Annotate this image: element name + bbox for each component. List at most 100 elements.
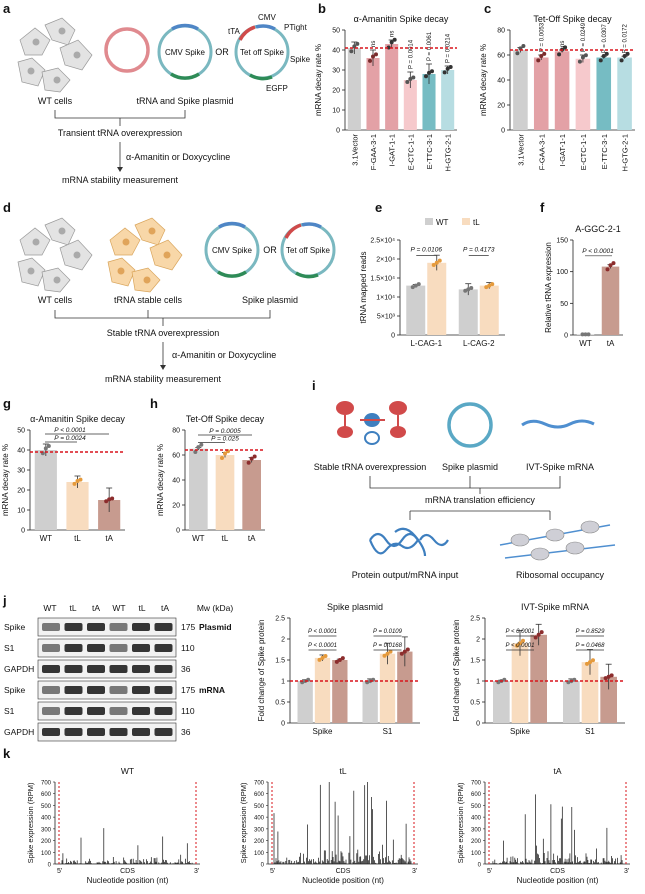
data-point [606,674,611,679]
blot-band [64,707,83,715]
y-axis-label: Relative tRNA expression [544,242,553,333]
data-point [521,44,526,48]
p-value-annotation: ns [371,41,377,47]
blot-row-label: Spike [4,685,26,695]
data-point [317,657,322,662]
y-tick-label: 0 [501,128,505,135]
p-value-annotation: P < 0.0001 [308,629,337,635]
data-point [604,51,609,56]
legend-swatch [462,218,470,225]
panel-letter-a: a [3,1,11,16]
data-point [107,497,112,502]
bar [513,50,528,130]
blot-row-label: GAPDH [4,664,34,674]
blot-band [64,728,83,736]
y-tick-label: 1 [281,679,285,686]
y-tick-label: 50 [332,28,340,35]
bar [533,57,549,130]
data-point [382,653,387,658]
data-point [583,53,588,58]
y-axis-label: Spike expression (RPM) [26,782,35,863]
panel-i-schematic: Stable tRNA overexpression Spike plasmid… [314,401,616,580]
cmv-spike-label: CMV Spike [165,48,206,57]
p-value-annotation: P < 0.0001 [506,643,535,649]
x-tick-label: H-GTG-2-1 [444,134,453,172]
p-value-annotation: P = 0.0214 [446,33,452,63]
y-tick-label: 500 [254,804,265,810]
bar [347,48,361,130]
data-point [368,58,372,63]
y-tick-label: 1 [476,679,480,686]
panel-title: WT [121,766,134,776]
data-point [355,41,360,46]
data-point [591,658,595,663]
wt-cells-illustration-d [17,217,93,293]
y-tick-label: 200 [41,839,52,845]
blot-band [109,707,128,715]
data-point [223,451,227,456]
data-point [388,649,393,654]
p-value-annotation: P = 0.0307 [602,24,608,54]
bar [403,80,417,130]
ribosome-icon [499,520,616,561]
chart-title: A-GGC-2-1 [575,224,621,234]
blot-band [87,728,105,736]
legend-swatch [425,218,433,225]
panel-letter-d: d [3,200,11,215]
x-tick-label: CDS [120,868,135,875]
data-point [625,51,630,56]
data-point [463,288,468,293]
data-point [563,45,568,50]
y-axis-label: mRNA decay rate % [1,444,10,516]
y-axis-label: Spike expression (RPM) [239,782,248,863]
y-tick-label: 300 [254,827,265,833]
ptight-label: PTight [284,23,308,32]
y-tick-label: 100 [471,851,482,857]
x-axis-label: Nucleotide position (nt) [517,876,599,885]
p-value-annotation: P = 0.0005 [209,428,241,435]
p-value-annotation: P = 0.0109 [373,629,403,635]
data-point [490,282,495,287]
wt-cells-label: WT cells [38,96,73,106]
data-point [411,75,416,80]
y-tick-label: 60 [172,453,180,460]
bar [581,662,599,723]
panel-letter-c: c [484,1,491,16]
y-tick-label: 0 [478,863,482,869]
x-axis-label: Nucleotide position (nt) [302,876,384,885]
data-point [601,54,606,59]
y-tick-label: 100 [41,851,52,857]
x-tick-label: 5' [57,868,62,875]
x-tick-label: E-TTC-3-1 [425,134,434,169]
data-point [583,332,588,337]
y-tick-label: 80 [172,428,180,435]
data-point [484,285,489,290]
data-point [539,54,544,59]
bar [66,482,89,530]
blot-band [42,707,60,715]
y-tick-label: 0 [21,528,25,535]
chart-title: Tet-Off Spike decay [533,14,612,24]
p-value-annotation: P = 0.0106 [411,246,443,253]
blot-band [132,623,150,631]
p-value-annotation: P < 0.0001 [506,629,535,635]
spike-plasmid-label-d: Spike plasmid [242,295,298,305]
y-tick-label: 700 [254,781,265,787]
blot-band [154,644,173,652]
bar [554,51,570,130]
y-tick-label: 50 [17,428,25,435]
blot-lane-label: WT [43,603,56,613]
blot-mw-label: 36 [181,727,191,737]
y-tick-label: 20 [332,88,340,95]
y-tick-label: 2.5 [275,616,285,623]
blot-strip [37,701,177,721]
data-point [408,77,413,81]
data-point [334,659,339,664]
x-tick-label: 3' [194,868,199,875]
tta-label: tTA [228,27,241,36]
y-tick-label: 0 [261,863,265,869]
y-tick-label: 0 [564,333,568,340]
data-point [466,287,471,292]
panel-letter-f: f [540,200,545,215]
